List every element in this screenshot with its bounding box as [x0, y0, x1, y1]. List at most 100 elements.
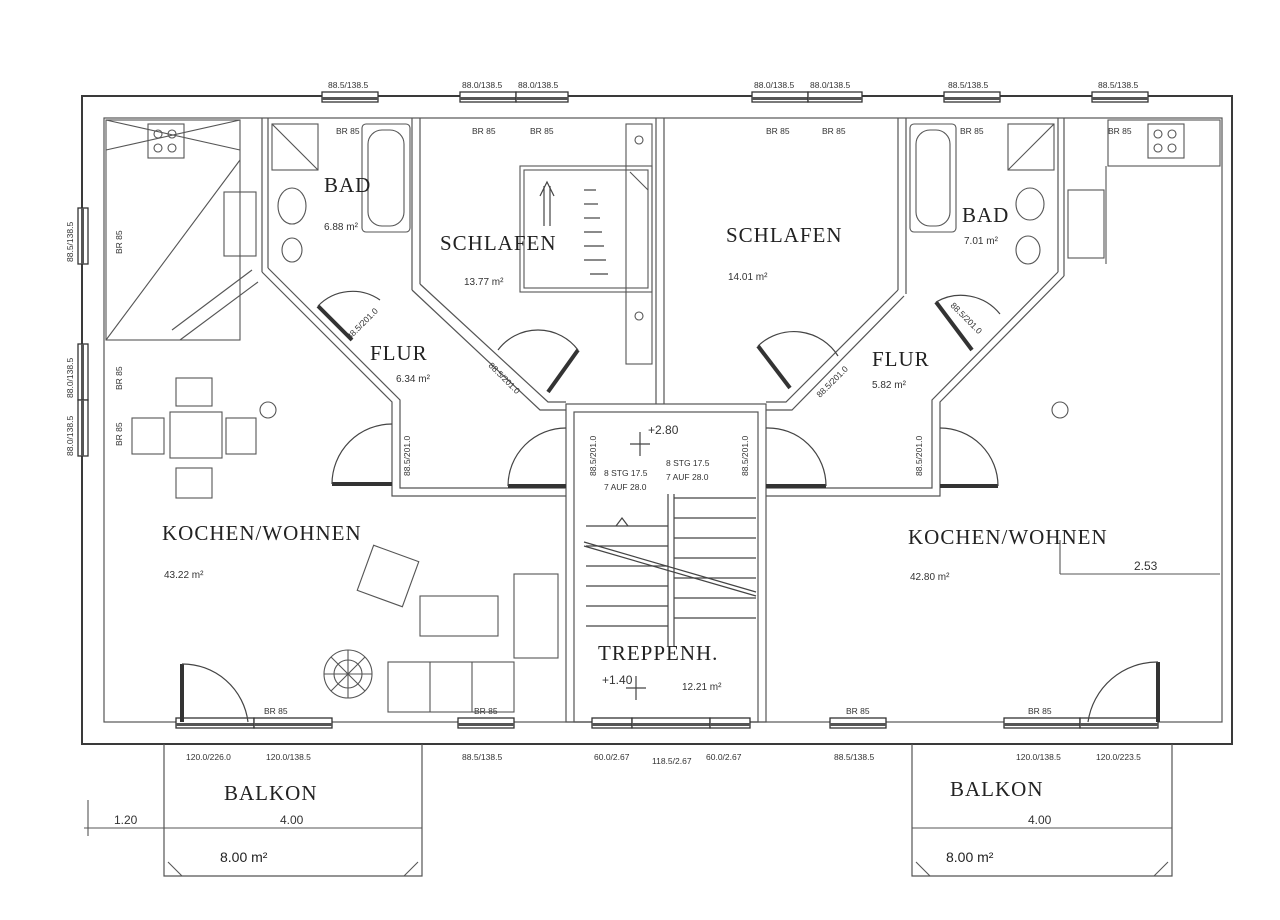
living-left-furniture — [131, 377, 559, 713]
toilet-icon — [1015, 235, 1041, 265]
door-label: 88.5/201.0 — [487, 360, 523, 396]
bath-left-fixtures — [271, 123, 411, 263]
window-top-label-3: 88.0/138.5 — [518, 80, 558, 90]
br-label: BR 85 — [474, 706, 498, 716]
schlafen-right-area: 14.01 m² — [728, 272, 768, 283]
shower-icon — [271, 123, 319, 171]
window-left-label-1: 88.5/138.5 — [65, 222, 75, 262]
dining-table — [169, 411, 223, 459]
window-bottom-label-4: 60.0/2.67 — [594, 752, 630, 762]
window-left-label-2: 88.0/138.5 — [65, 358, 75, 398]
window-top-3 — [515, 91, 569, 103]
door-label: 88.5/201.0 — [914, 436, 924, 476]
window-bottom-label-7: 88.5/138.5 — [834, 752, 874, 762]
wardrobe — [625, 123, 653, 365]
staircase — [583, 432, 757, 700]
balkon-left-offset: 1.20 — [114, 813, 138, 827]
balkon-left-width: 4.00 — [280, 813, 304, 827]
kochen-right-area: 42.80 m² — [910, 572, 950, 583]
washbasin-icon — [1015, 187, 1045, 221]
sink-icon — [223, 191, 257, 257]
br-label: BR 85 — [1028, 706, 1052, 716]
window-bottom-label-5: 118.5/2.67 — [652, 756, 692, 766]
living-right-furniture — [1051, 401, 1220, 575]
door-label: 88.5/201.0 — [344, 306, 380, 342]
kitchen-right-fixtures — [1067, 119, 1221, 264]
door-label: 88.5/201.0 — [740, 436, 750, 476]
br-label: BR 85 — [336, 126, 360, 136]
window-top-label-6: 88.5/138.5 — [948, 80, 988, 90]
interior-walls — [261, 118, 1065, 723]
kitchen-left-fixtures — [105, 119, 259, 341]
window-bottom-label-2: 120.0/138.5 — [266, 752, 311, 762]
sink-icon — [1067, 189, 1105, 259]
washbasin-icon — [277, 187, 307, 225]
shower-icon — [1007, 123, 1055, 171]
flur-left-name: FLUR — [370, 341, 428, 365]
balkon-right-area: 8.00 m² — [946, 849, 994, 865]
br-label: BR 85 — [530, 126, 554, 136]
br-label-left-2: BR 85 — [114, 366, 124, 390]
ceiling-light-icon — [1051, 401, 1069, 419]
sofa — [387, 661, 515, 713]
window-top-label-7: 88.5/138.5 — [1098, 80, 1138, 90]
treppe-area: 12.21 m² — [682, 682, 722, 693]
br-label: BR 85 — [1108, 126, 1132, 136]
doors — [180, 290, 1160, 723]
br-labels: BR 85 BR 85 BR 85 BR 85 BR 85 BR 85 BR 8… — [264, 126, 1132, 716]
bad-left-name: BAD — [324, 173, 371, 197]
bathtub-icon — [361, 123, 411, 233]
door-label: 88.5/201.0 — [949, 300, 985, 336]
stair-right-steps: 8 STG 17.5 — [666, 458, 710, 468]
br-label: BR 85 — [766, 126, 790, 136]
balkon-right-width: 4.00 — [1028, 813, 1052, 827]
window-top-label-4: 88.0/138.5 — [754, 80, 794, 90]
stair-right-rise: 7 AUF 28.0 — [666, 472, 709, 482]
window-bottom-label-9: 120.0/223.5 — [1096, 752, 1141, 762]
level-top: +2.80 — [648, 423, 679, 437]
flur-left-area: 6.34 m² — [396, 374, 431, 385]
window-top-label-2: 88.0/138.5 — [462, 80, 502, 90]
bottom-window-labels: 120.0/226.0 120.0/138.5 88.5/138.5 60.0/… — [186, 752, 1141, 766]
armchair — [356, 544, 420, 608]
window-left-label-3: 88.0/138.5 — [65, 416, 75, 456]
bad-right-name: BAD — [962, 203, 1009, 227]
stove-icon — [147, 123, 185, 159]
window-bottom-label-6: 60.0/2.67 — [706, 752, 742, 762]
br-label: BR 85 — [960, 126, 984, 136]
schlafen-left-area: 13.77 m² — [464, 277, 504, 288]
balkon-left-area: 8.00 m² — [220, 849, 268, 865]
balkon-right-name: BALKON — [950, 777, 1044, 801]
flur-right-name: FLUR — [872, 347, 930, 371]
window-top-7 — [1091, 91, 1149, 103]
kochen-left-name: KOCHEN/WOHNEN — [162, 521, 362, 545]
br-label: BR 85 — [264, 706, 288, 716]
schlafen-right-name: SCHLAFEN — [726, 223, 843, 247]
toilet-icon — [281, 237, 303, 263]
arrow-icon — [539, 180, 555, 226]
window-top-6 — [943, 91, 1001, 103]
ceiling-light-icon — [259, 401, 277, 419]
bed-stripes — [584, 189, 608, 275]
window-top-label-1: 88.5/138.5 — [328, 80, 368, 90]
balkon-left-name: BALKON — [224, 781, 318, 805]
top-windows — [321, 91, 1149, 103]
schlafen-left-name: SCHLAFEN — [440, 231, 557, 255]
stove-icon — [1147, 123, 1185, 159]
left-windows: 88.5/138.5 88.0/138.5 88.0/138.5 BR 85 B… — [65, 207, 124, 457]
window-top-label-5: 88.0/138.5 — [810, 80, 850, 90]
window-top-2 — [459, 91, 517, 103]
kochen-right-name: KOCHEN/WOHNEN — [908, 525, 1108, 549]
flur-right-area: 5.82 m² — [872, 380, 907, 391]
bath-right-fixtures — [909, 123, 1055, 265]
top-window-labels: 88.5/138.5 88.0/138.5 88.0/138.5 88.0/13… — [328, 80, 1138, 90]
window-bottom-label-1: 120.0/226.0 — [186, 752, 231, 762]
door-label: 88.5/201.0 — [588, 436, 598, 476]
stair-left-steps: 8 STG 17.5 — [604, 468, 648, 478]
room-height: 2.53 — [1134, 559, 1158, 573]
balconies — [84, 744, 1173, 877]
coffee-table — [419, 595, 499, 637]
window-top-5 — [807, 91, 863, 103]
br-label: BR 85 — [472, 126, 496, 136]
